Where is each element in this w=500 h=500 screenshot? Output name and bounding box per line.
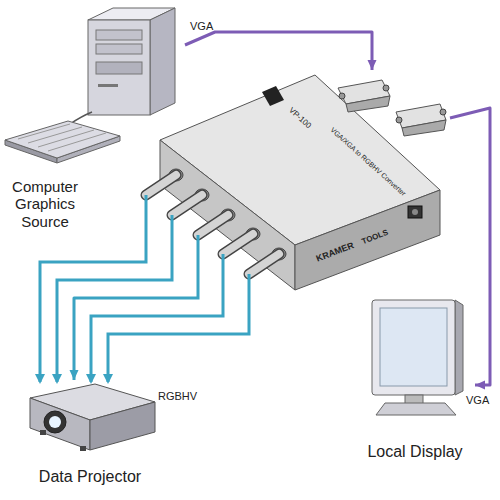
power-button [98, 84, 118, 87]
connector-line [185, 32, 372, 70]
converter-body [160, 75, 440, 290]
arrow-head [368, 60, 377, 70]
power-jack-hole [412, 209, 418, 215]
node-label: Computer Graphics Source [0, 178, 90, 230]
bnc-connectors [146, 169, 286, 274]
plug-screw [396, 117, 402, 123]
drive-bay [96, 30, 142, 40]
cable [140, 235, 198, 298]
keyboard [5, 112, 120, 163]
projector-foot [40, 430, 46, 435]
vga-plug [338, 80, 390, 112]
bnc-plug-outline [146, 175, 279, 274]
keyboard-keys [18, 124, 106, 151]
rgbhv-cables [40, 195, 249, 382]
local-display: Local Display [355, 295, 475, 475]
arrow-head [475, 381, 485, 390]
signal-label: VGA [466, 394, 489, 406]
cable [108, 274, 249, 382]
plug-shell [346, 96, 390, 112]
computer-tower [88, 8, 175, 115]
projector [30, 384, 155, 451]
power-jack [408, 206, 422, 218]
cable-connector [185, 32, 377, 70]
plug-screw [339, 93, 345, 99]
monitor-base [376, 403, 456, 415]
keyboard-top [5, 121, 120, 158]
computer-source: Computer Graphics Source [0, 0, 185, 235]
cable-connector [450, 108, 490, 390]
cable [91, 254, 223, 382]
bnc-plug [146, 175, 279, 274]
projector-lens [44, 411, 66, 433]
projector-lens-glass [49, 416, 61, 428]
node-label: VP-100 [287, 106, 313, 131]
node-label: Data Projector [15, 468, 165, 486]
data-projector: Data Projector [15, 380, 165, 495]
cable-connector [70, 298, 141, 380]
connector-line [450, 108, 490, 385]
drive-bay [96, 62, 142, 74]
monitor [372, 300, 463, 415]
tower-front [88, 20, 150, 115]
plug-screw [383, 85, 389, 91]
converter-device: VP-100VGA/XGA to RGBHV ConverterKRAMER TO… [140, 70, 450, 305]
node-label: TOOLS [361, 228, 390, 246]
projector-foot [80, 446, 86, 451]
projector-side [90, 402, 155, 450]
node-label: VGA/XGA to RGBHV Converter [329, 126, 408, 198]
device-side [295, 190, 440, 290]
vga-plug [396, 104, 446, 136]
arrow-head [70, 370, 79, 380]
node-label: KRAMER [315, 240, 356, 264]
connector-line [74, 298, 140, 380]
plug-shell [402, 120, 446, 136]
monitor-screen [380, 308, 447, 386]
logo-mark [262, 86, 284, 106]
drive-bay [96, 44, 142, 54]
tower-side [150, 8, 175, 115]
node-label: Local Display [355, 443, 475, 461]
signal-label: RGBHV [158, 390, 197, 402]
monitor-side [455, 300, 463, 395]
monitor-bezel [372, 300, 455, 395]
projector-front [30, 398, 90, 450]
signal-label: VGA [190, 20, 213, 32]
plug-screw [440, 109, 446, 115]
